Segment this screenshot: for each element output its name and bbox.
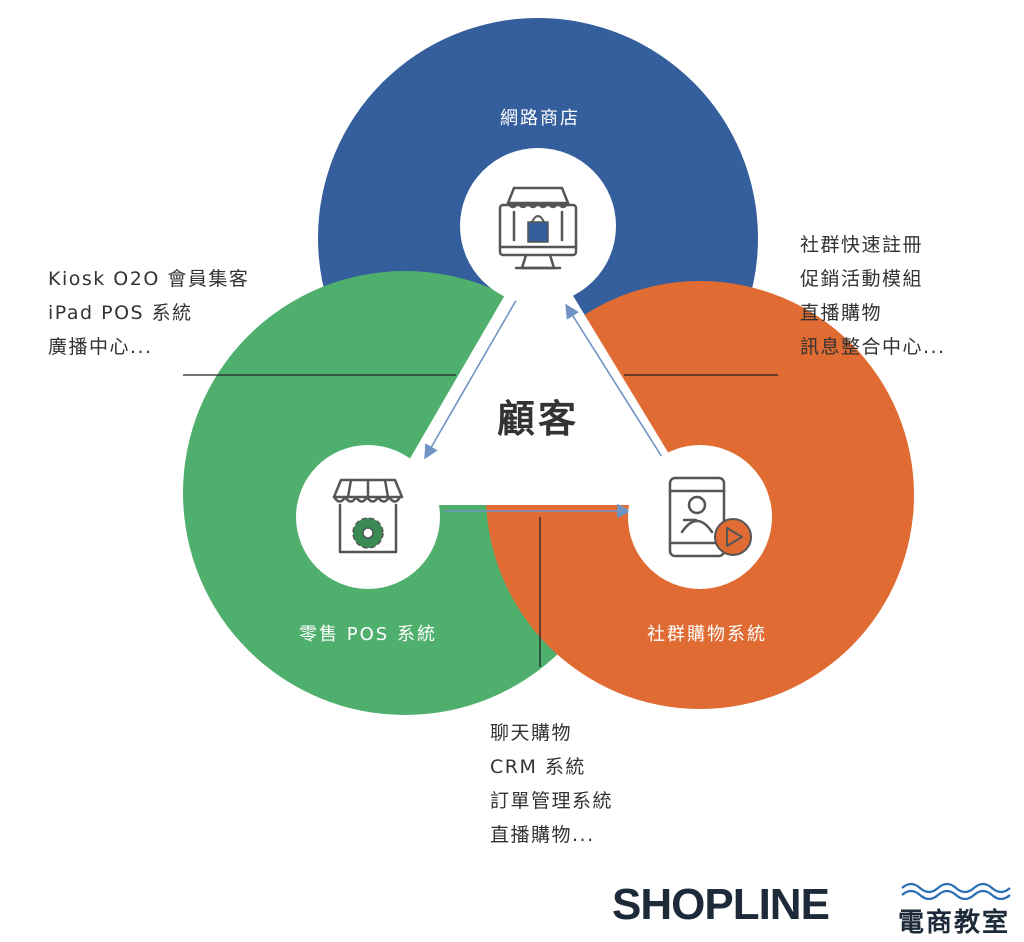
icon-circle-social — [628, 445, 772, 589]
list-item: 促銷活動模組 — [800, 268, 924, 290]
list-item: 社群快速註冊 — [800, 234, 924, 256]
list-item: iPad POS 系統 — [48, 302, 193, 324]
shopping-bag-icon — [527, 215, 549, 243]
center-triangle — [383, 238, 700, 505]
list-item: 直播購物 — [800, 302, 883, 324]
list-item: 訂單管理系統 — [490, 790, 614, 812]
icon-circle-pos — [296, 445, 440, 589]
feature-list-right: 社群快速註冊 促銷活動模組 直播購物 訊息整合中心... — [800, 228, 946, 364]
circle-label-social-commerce: 社群購物系統 — [647, 624, 767, 645]
center-title: 顧客 — [496, 397, 580, 441]
brand-logo: SHOPLINE 電商教室 — [612, 878, 1012, 938]
storefront-monitor-icon — [498, 186, 578, 270]
circle-label-retail-pos: 零售 POS 系統 — [299, 624, 437, 645]
play-icon — [714, 518, 752, 556]
list-item: 直播購物... — [490, 824, 595, 846]
list-item: 聊天購物 — [490, 722, 573, 744]
list-item: CRM 系統 — [490, 756, 586, 778]
brand-subtitle: 電商教室 — [898, 908, 1011, 938]
list-item: 廣播中心... — [48, 336, 153, 358]
gear-icon — [352, 517, 384, 549]
arrow-social-to-online — [565, 303, 668, 466]
circle-label-online-store: 網路商店 — [500, 108, 580, 129]
list-item: Kiosk O2O 會員集客 — [48, 268, 250, 290]
feature-list-bottom: 聊天購物 CRM 系統 訂單管理系統 直播購物... — [490, 716, 613, 852]
feature-list-left: Kiosk O2O 會員集客 iPad POS 系統 廣播中心... — [48, 262, 249, 364]
arrow-online-to-pos — [424, 296, 519, 460]
list-item: 訊息整合中心... — [800, 336, 946, 358]
store-gear-icon — [332, 478, 404, 554]
wave-icon — [901, 882, 1011, 900]
brand-name: SHOPLINE — [612, 880, 830, 929]
